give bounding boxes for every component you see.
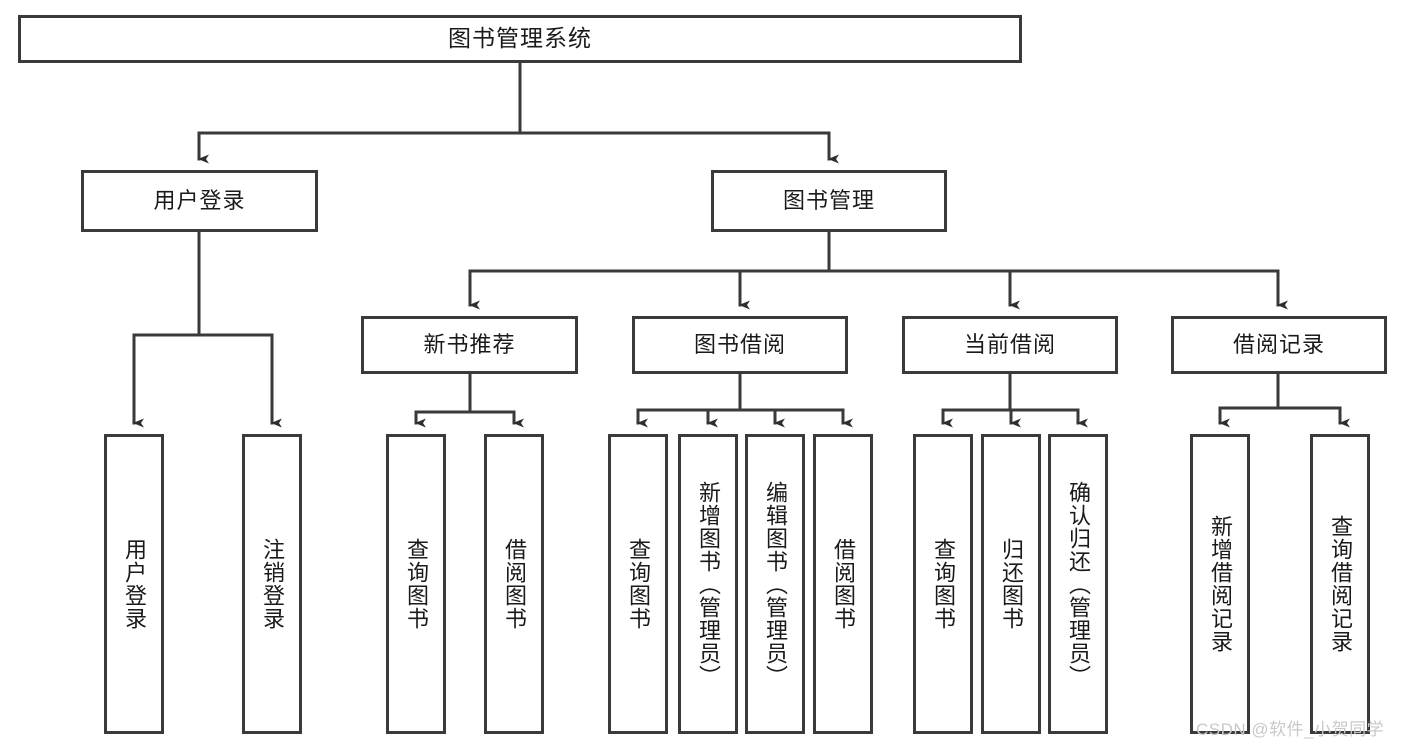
node-book-management-module[interactable]: 图书管理 bbox=[711, 170, 947, 232]
leaf-current-query-book[interactable]: 查询图书 bbox=[913, 434, 973, 734]
node-label: 注销登录 bbox=[259, 538, 285, 630]
node-label: 借阅图书 bbox=[501, 538, 527, 630]
node-label: 借阅记录 bbox=[1232, 331, 1325, 357]
leaf-record-query[interactable]: 查询借阅记录 bbox=[1310, 434, 1370, 734]
node-label: 借阅图书 bbox=[830, 538, 856, 630]
leaf-user-login[interactable]: 用户登录 bbox=[104, 434, 164, 734]
leaf-borrow-query-book[interactable]: 查询图书 bbox=[608, 434, 668, 734]
node-label: 图书管理 bbox=[782, 187, 875, 213]
node-root-system[interactable]: 图书管理系统 bbox=[18, 15, 1022, 63]
node-label: 用户登录 bbox=[153, 187, 246, 213]
node-borrow-record[interactable]: 借阅记录 bbox=[1171, 316, 1387, 374]
node-label: 新增借阅记录 bbox=[1207, 515, 1233, 653]
node-label: 确认归还（管理员） bbox=[1065, 480, 1091, 688]
leaf-current-return-book[interactable]: 归还图书 bbox=[981, 434, 1041, 734]
leaf-new-query-book[interactable]: 查询图书 bbox=[386, 434, 446, 734]
node-label: 新书推荐 bbox=[423, 331, 516, 357]
node-user-login-module[interactable]: 用户登录 bbox=[81, 170, 318, 232]
node-new-book-recommend[interactable]: 新书推荐 bbox=[361, 316, 578, 374]
node-label: 图书借阅 bbox=[693, 331, 786, 357]
node-label: 新增图书（管理员） bbox=[695, 480, 721, 688]
node-label: 查询图书 bbox=[403, 538, 429, 630]
node-label: 图书管理系统 bbox=[448, 25, 592, 52]
node-label: 归还图书 bbox=[998, 538, 1024, 630]
node-label: 当前借阅 bbox=[963, 331, 1056, 357]
node-label: 查询图书 bbox=[930, 538, 956, 630]
node-label: 用户登录 bbox=[121, 538, 147, 630]
node-current-borrow[interactable]: 当前借阅 bbox=[902, 316, 1118, 374]
leaf-current-confirm-return[interactable]: 确认归还（管理员） bbox=[1048, 434, 1108, 734]
node-label: 查询图书 bbox=[625, 538, 651, 630]
leaf-borrow-add-book[interactable]: 新增图书（管理员） bbox=[678, 434, 738, 734]
leaf-borrow-lend-book[interactable]: 借阅图书 bbox=[813, 434, 873, 734]
leaf-new-borrow-book[interactable]: 借阅图书 bbox=[484, 434, 544, 734]
node-label: 编辑图书（管理员） bbox=[762, 480, 788, 688]
edge-group bbox=[132, 61, 1350, 428]
leaf-record-add[interactable]: 新增借阅记录 bbox=[1190, 434, 1250, 734]
leaf-user-logout[interactable]: 注销登录 bbox=[242, 434, 302, 734]
node-label: 查询借阅记录 bbox=[1327, 515, 1353, 653]
node-book-borrow[interactable]: 图书借阅 bbox=[632, 316, 848, 374]
leaf-borrow-edit-book[interactable]: 编辑图书（管理员） bbox=[745, 434, 805, 734]
